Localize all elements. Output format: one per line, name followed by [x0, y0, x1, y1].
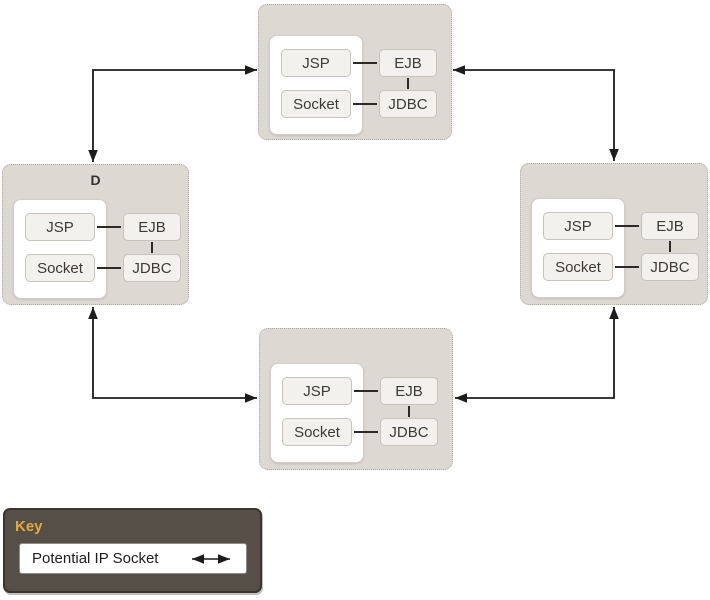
component-jdbc: JDBC — [123, 254, 181, 282]
link-jsp-ejb — [97, 226, 121, 228]
server-node-bottom: JSP Socket EJB JDBC — [259, 328, 453, 470]
component-socket: Socket — [282, 418, 352, 446]
legend-key: Key Potential IP Socket — [3, 508, 262, 593]
legend-title: Key — [15, 518, 43, 535]
node-label: D — [90, 172, 101, 188]
component-jdbc: JDBC — [641, 253, 699, 281]
link-jsp-ejb — [354, 390, 378, 392]
component-jsp: JSP — [282, 377, 352, 405]
component-jsp: JSP — [543, 212, 613, 240]
component-jdbc: JDBC — [380, 418, 438, 446]
server-node-right: JSP Socket EJB JDBC — [520, 163, 708, 305]
double-headed-arrow-icon — [192, 553, 230, 564]
link-jsp-ejb — [353, 62, 377, 64]
server-node-top: JSP Socket EJB JDBC — [258, 4, 452, 140]
link-socket-jdbc — [354, 431, 378, 433]
component-socket: Socket — [543, 253, 613, 281]
component-ejb: EJB — [379, 49, 437, 77]
component-jsp: JSP — [281, 49, 351, 77]
link-socket-jdbc — [353, 103, 377, 105]
component-socket: Socket — [25, 254, 95, 282]
legend-item-potential-ip-socket: Potential IP Socket — [19, 543, 247, 574]
server-node-left: D JSP Socket EJB JDBC — [2, 164, 189, 305]
link-ejb-jdbc — [669, 241, 671, 252]
component-ejb: EJB — [641, 212, 699, 240]
component-ejb: EJB — [380, 377, 438, 405]
connector-top-right-double-arrow — [453, 65, 619, 161]
connector-left-top-double-arrow — [88, 65, 257, 162]
link-jsp-ejb — [615, 225, 639, 227]
link-ejb-jdbc — [408, 406, 410, 417]
component-ejb: EJB — [123, 213, 181, 241]
link-socket-jdbc — [615, 266, 639, 268]
connector-bottom-right-double-arrow — [455, 307, 619, 403]
link-socket-jdbc — [97, 267, 121, 269]
link-ejb-jdbc — [151, 242, 153, 253]
legend-item-label: Potential IP Socket — [32, 550, 159, 567]
component-jsp: JSP — [25, 213, 95, 241]
link-ejb-jdbc — [407, 78, 409, 89]
component-socket: Socket — [281, 90, 351, 118]
connector-left-bottom-double-arrow — [88, 307, 257, 403]
component-jdbc: JDBC — [379, 90, 437, 118]
